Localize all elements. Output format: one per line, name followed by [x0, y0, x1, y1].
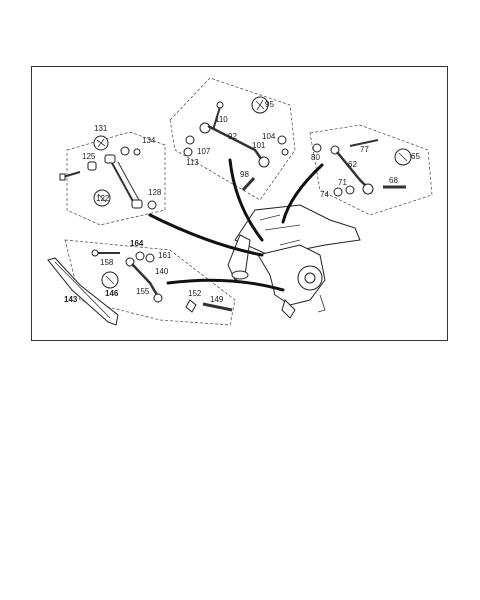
- bolt-part-158: [91, 249, 120, 257]
- label-101: 101: [252, 141, 266, 150]
- label-131: 131: [94, 124, 108, 133]
- nut-part-107: [183, 135, 195, 157]
- label-134: 134: [142, 136, 156, 145]
- nut-part-161: [135, 251, 155, 263]
- label-71: 71: [338, 178, 347, 187]
- control-arm-62: [330, 145, 374, 195]
- leader-line: [228, 158, 264, 242]
- nut-part: [120, 146, 141, 156]
- wrench-icon: [93, 135, 109, 151]
- label-152: 152: [188, 289, 202, 298]
- nut-part-104: [277, 135, 289, 156]
- link-rod-part: [104, 154, 143, 209]
- nut-part-128: [147, 200, 157, 210]
- wrench-icon-65: [394, 148, 412, 166]
- label-110: 110: [215, 115, 228, 124]
- label-62: 62: [348, 160, 357, 169]
- label-65: 65: [411, 152, 420, 161]
- nut-part-155: [153, 293, 163, 303]
- clip-part-152: [185, 299, 197, 313]
- label-149: 149: [210, 295, 224, 304]
- label-68: 68: [389, 176, 398, 185]
- leader-line: [148, 213, 264, 257]
- panel-right: [309, 124, 433, 216]
- label-143: 143: [64, 295, 78, 304]
- label-128: 128: [148, 188, 162, 197]
- panel-lower-left: [64, 239, 236, 326]
- label-95: 95: [265, 100, 274, 109]
- control-arm-92: [199, 122, 270, 168]
- label-92: 92: [228, 132, 237, 141]
- label-104: 104: [262, 132, 276, 141]
- panel-left-upper: [66, 131, 166, 226]
- label-80: 80: [311, 153, 320, 162]
- bolt-part-149: [202, 302, 233, 312]
- leader-line: [281, 163, 324, 224]
- bolt-part: [59, 161, 97, 181]
- wheel-carrier-assembly: [227, 204, 361, 319]
- wrench-icon-146: [101, 271, 119, 289]
- label-158: 158: [100, 258, 114, 267]
- label-122: 122: [96, 194, 110, 203]
- label-113: 113: [186, 158, 199, 167]
- label-107: 107: [197, 147, 211, 156]
- label-155: 155: [136, 287, 150, 296]
- leader-line: [166, 278, 285, 292]
- panel-center-upper: [169, 77, 296, 201]
- label-77: 77: [360, 145, 369, 154]
- wrench-icon-95: [251, 96, 269, 114]
- bolt-part-110: [212, 101, 224, 131]
- wrench-icon-122: [93, 189, 111, 207]
- label-98: 98: [240, 170, 249, 179]
- nut-part-80: [312, 143, 322, 153]
- label-164: 164: [130, 239, 144, 248]
- trailing-arm-143: [47, 257, 119, 326]
- label-146: 146: [105, 289, 119, 298]
- label-74: 74: [320, 190, 329, 199]
- nut-part-74: [333, 185, 355, 197]
- bolt-part-77: [349, 139, 379, 147]
- bolt-part-98: [241, 176, 256, 192]
- label-125: 125: [82, 152, 96, 161]
- label-161: 161: [158, 251, 172, 260]
- label-140: 140: [155, 267, 169, 276]
